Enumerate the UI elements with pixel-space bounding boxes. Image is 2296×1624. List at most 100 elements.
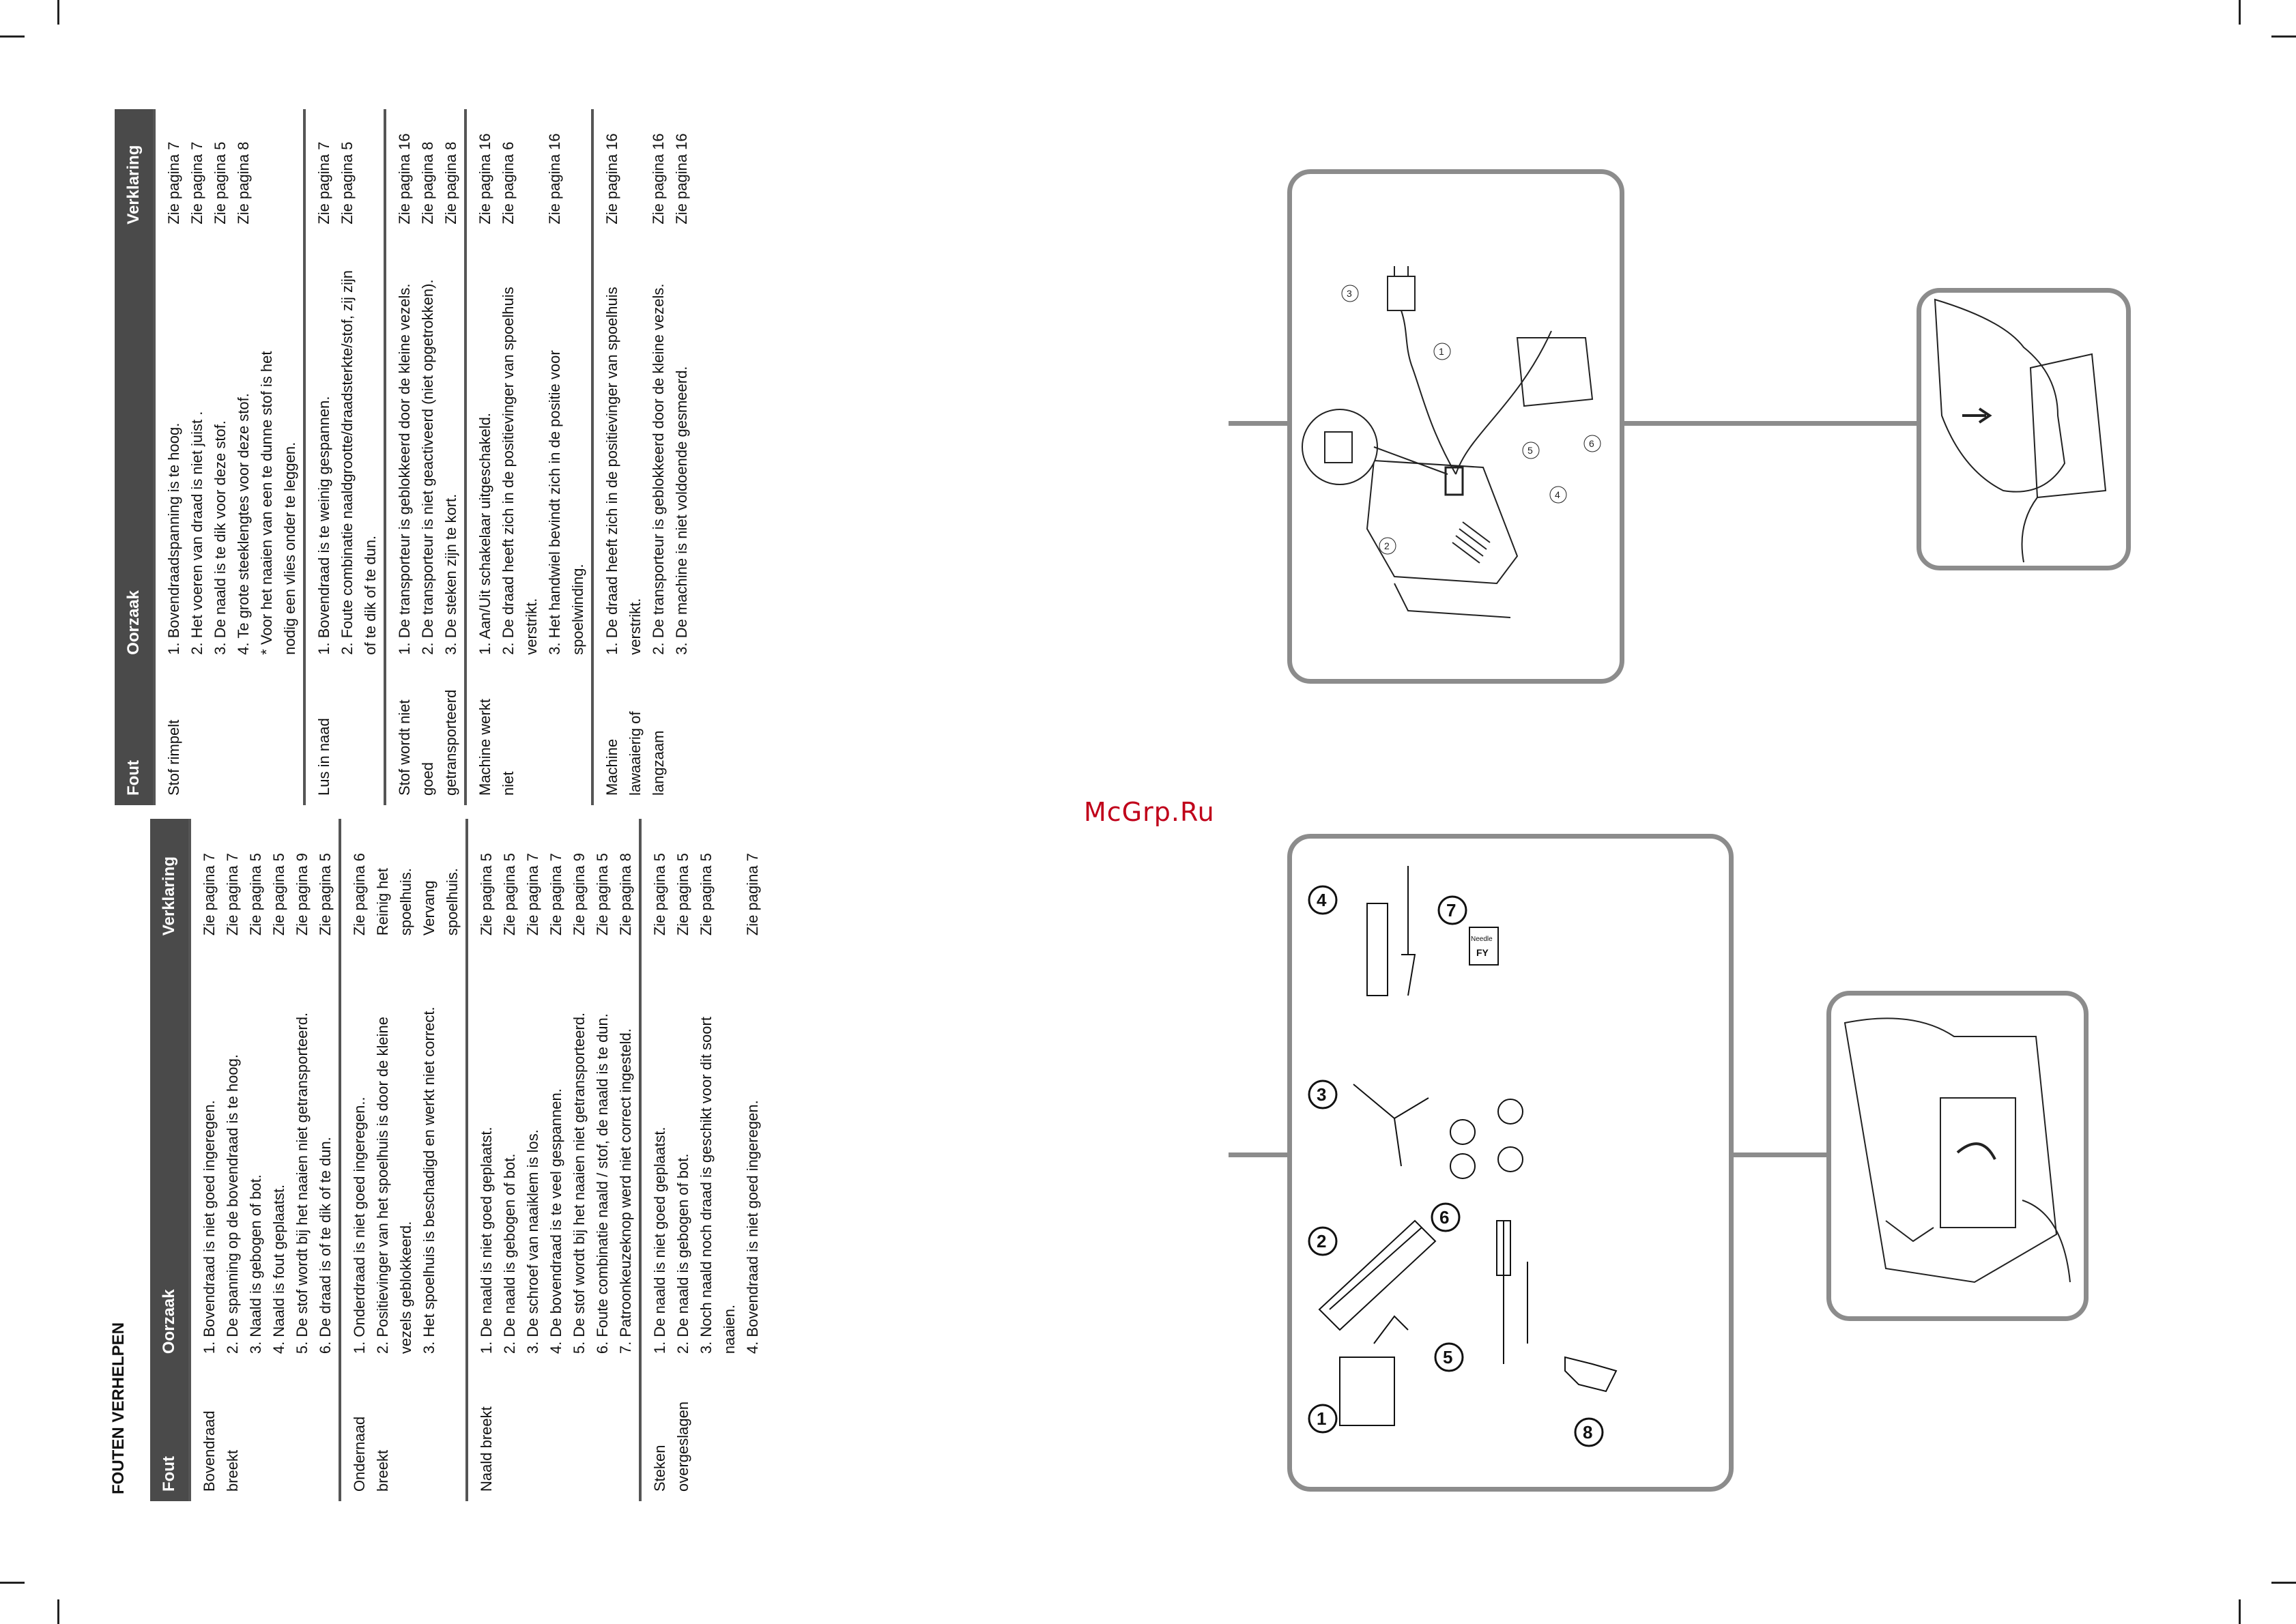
cause-cell: 1. De transporteur is geblokkeerd door d…: [385, 233, 465, 665]
cause-line: 7. Patroonkeuzeknop werd niet correct in…: [617, 1028, 634, 1354]
fault-cell: Ondernaad breekt: [340, 1363, 467, 1501]
cause-line: 6. Foute combinatie naald / stof, de naa…: [594, 1013, 611, 1354]
explanation-line: Zie pagina 8: [617, 853, 634, 936]
explanation-line: Zie pagina 16: [650, 133, 667, 224]
fault-cell: Lus in naad: [304, 664, 385, 805]
cause-line: 1. Onderdraad is niet goed ingeregen..: [351, 1097, 368, 1354]
explanation-line: Zie pagina 7: [547, 853, 564, 936]
cause-line: vezels geblokkeerd.: [397, 1221, 414, 1354]
cause-line: 2. De transporteur is niet geactiveerd (…: [419, 279, 436, 655]
bobbin-svg: [1843, 1017, 2071, 1284]
crop-mark: [2239, 1599, 2241, 1624]
explanation-line: Zie pagina 5: [698, 853, 715, 936]
cause-line: 3. De machine is niet voldoende gesmeerd…: [673, 366, 690, 655]
cause-line: 1. Bovendraad is niet goed ingeregen.: [201, 1100, 218, 1354]
table-row: Machine lawaaierig of langzaam 1. De draa…: [592, 109, 695, 805]
cause-line: 2. Foute combinatie naaldgrootte/draadst…: [339, 270, 356, 655]
explanation-line: Zie pagina 16: [546, 133, 563, 224]
accessory-5: 5: [1434, 1220, 1528, 1372]
explanation-line: Zie pagina 7: [188, 141, 205, 224]
foot-pedal-icon: [1516, 337, 1594, 407]
svg-text:Needle: Needle: [1471, 936, 1493, 943]
callout-6: 6: [1589, 438, 1594, 449]
cause-line: 1. De draad heeft zich in de positieving…: [603, 287, 620, 655]
explanation-line: [566, 119, 590, 224]
header-fault: Fout: [115, 664, 154, 805]
table-row: Machine werkt niet 1. Aan/Uit schakelaar …: [465, 109, 592, 805]
crop-mark: [0, 35, 25, 38]
cause-line: 3. De steken zijn te kort.: [442, 493, 459, 655]
cause-line: 5. De stof wordt bij het naaien niet get…: [293, 1012, 311, 1354]
explanation-line: Zie pagina 5: [501, 853, 518, 936]
explanation-line: Zie pagina 5: [212, 141, 229, 224]
crop-mark: [2271, 35, 2296, 38]
explanation-line: Zie pagina 7: [201, 853, 218, 936]
callout-1: 1: [1439, 346, 1444, 357]
svg-text:FY: FY: [1476, 947, 1489, 958]
fault-cell: Machine werkt niet: [465, 664, 592, 805]
svg-text:3: 3: [1317, 1084, 1326, 1105]
explanation-line: [255, 119, 278, 224]
explanation-line: Zie pagina 9: [571, 853, 588, 936]
socket-icon: [1444, 466, 1464, 496]
cause-line: 5. De stof wordt bij het naaien niet get…: [571, 1012, 588, 1354]
accessories-svg: 1 2 3 4 5: [1308, 866, 1618, 1447]
cause-line: 3. Het handwiel bevindt zich in de posit…: [546, 350, 563, 655]
accessory-6: 6: [1431, 1099, 1523, 1232]
svg-text:6: 6: [1439, 1207, 1449, 1228]
explanation-line: Zie pagina 7: [165, 141, 182, 224]
cause-line: spoelwinding.: [569, 564, 586, 655]
svg-text:8: 8: [1583, 1422, 1592, 1442]
connector-line: [1619, 421, 1919, 426]
explanation-line: spoelhuis.: [444, 868, 461, 936]
cause-line: 3. Naald is gebogen of bot.: [247, 1174, 264, 1354]
crop-mark: [2271, 1582, 2296, 1584]
explanation-line: Zie pagina 5: [270, 853, 287, 936]
fault-table-1: Fout Oorzaak Verklaring Bovendraad breek…: [150, 819, 766, 1501]
fault-cell: Machine lawaaierig of langzaam: [592, 664, 695, 805]
cause-cell: 1. De naald is niet goed geplaatst.2. De…: [640, 945, 766, 1364]
crop-mark: [57, 0, 59, 25]
explanation-line: Zie pagina 6: [351, 853, 368, 936]
cause-line: 3. De naald is te dik voor deze stof.: [212, 420, 229, 655]
header-explanation: Verklaring: [150, 819, 190, 946]
cause-line: 1. De naald is niet goed geplaatst.: [651, 1127, 668, 1354]
connector-line: [1229, 421, 1290, 426]
cause-cell: 1. De draad heeft zich in de positieving…: [592, 233, 695, 665]
cause-cell: 1. Onderdraad is niet goed ingeregen.. 2.…: [340, 945, 467, 1364]
troubleshooting-table-left: Fout Oorzaak Verklaring Bovendraad breek…: [150, 819, 766, 1501]
cause-cell: 1. Bovendraadspanning is te hoog.2. Het …: [154, 233, 304, 665]
explanation-line: Zie pagina 5: [674, 853, 691, 936]
cause-line: 3. Het spoelhuis is beschadigd en werkt …: [420, 1006, 437, 1354]
svg-text:4: 4: [1317, 890, 1327, 910]
accessory-2: 2: [1308, 1219, 1437, 1331]
cause-line: 2. Positievinger van het spoelhuis is do…: [374, 1017, 391, 1354]
fault-cell: Bovendraad breekt: [190, 1363, 340, 1501]
foot-icon: [1934, 298, 2066, 493]
cause-line: 1. Bovendraad is te weinig gespannen.: [315, 396, 332, 655]
crop-mark: [57, 1599, 59, 1624]
cause-line: verstrikt.: [523, 598, 540, 655]
cause-line: 1. Aan/Uit schakelaar uitgeschakeld.: [476, 413, 493, 655]
cause-cell: 1. De naald is niet goed geplaatst.2. De…: [467, 945, 640, 1364]
foot-pedal-illustration: [1917, 288, 2131, 570]
header-explanation: Verklaring: [115, 109, 154, 234]
svg-text:1: 1: [1317, 1408, 1326, 1429]
fault-cell: Naald breekt: [467, 1363, 640, 1501]
fault-cell: Steken overgeslagen: [640, 1363, 766, 1501]
callout-5: 5: [1527, 445, 1533, 456]
explanation-line: Zie pagina 7: [224, 853, 241, 936]
svg-text:2: 2: [1317, 1231, 1326, 1251]
header-cause: Oorzaak: [150, 945, 190, 1364]
watermark: McGrp.Ru: [1084, 797, 1215, 827]
explanation-line: Zie pagina 5: [339, 141, 356, 224]
explanation-line: Zie pagina 8: [235, 141, 252, 224]
